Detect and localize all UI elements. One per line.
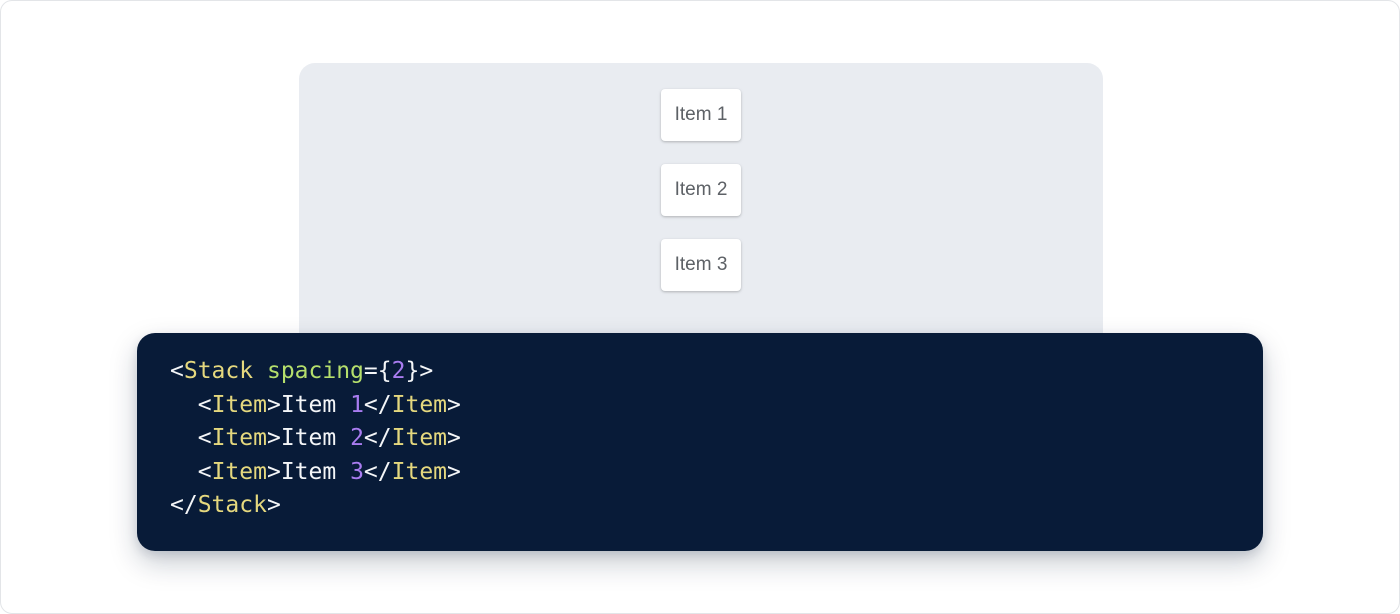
code-tag: Item — [391, 391, 448, 418]
code-number: 1 — [350, 391, 364, 418]
stack-preview: Item 1 Item 2 Item 3 — [299, 63, 1103, 363]
stack-item: Item 1 — [661, 89, 741, 141]
code-attribute: spacing — [266, 358, 364, 384]
code-number: 2 — [391, 358, 406, 384]
code-tag: Item — [211, 391, 267, 418]
code-line: </Stack> — [170, 489, 1263, 523]
code-punctuation: > — [447, 458, 461, 485]
code-punctuation: < — [170, 358, 184, 384]
code-number: 2 — [350, 425, 364, 452]
code-punctuation: > — [266, 425, 281, 452]
code-indent — [170, 459, 198, 485]
code-punctuation: </ — [363, 458, 392, 485]
code-punctuation: < — [197, 391, 212, 418]
code-tag: Stack — [197, 492, 267, 519]
code-text: Item — [280, 391, 351, 418]
code-punctuation: ={ — [363, 358, 392, 384]
code-punctuation: > — [447, 425, 461, 452]
code-tag: Stack — [183, 358, 254, 384]
code-punctuation: </ — [170, 492, 198, 519]
code-space — [253, 358, 267, 384]
code-line: <Item>Item 1</Item> — [170, 389, 1263, 423]
code-indent — [170, 392, 198, 418]
code-line: <Stack spacing={2}> — [170, 355, 1263, 389]
code-text: Item — [280, 425, 351, 452]
code-punctuation: > — [266, 391, 281, 418]
code-punctuation: > — [447, 391, 461, 418]
code-line: <Item>Item 2</Item> — [170, 422, 1263, 456]
code-number: 3 — [350, 458, 364, 485]
code-punctuation: </ — [363, 391, 392, 418]
code-punctuation: < — [197, 425, 212, 452]
code-punctuation: > — [266, 492, 281, 519]
code-text: Item — [280, 458, 351, 485]
stack-item: Item 3 — [661, 239, 741, 291]
code-punctuation: }> — [405, 358, 434, 384]
code-tag: Item — [211, 458, 267, 485]
code-tag: Item — [391, 425, 448, 452]
code-tag: Item — [391, 458, 448, 485]
code-block: <Stack spacing={2}> <Item>Item 1</Item> … — [137, 333, 1263, 551]
code-punctuation: < — [197, 458, 212, 485]
code-indent — [170, 425, 198, 451]
code-punctuation: > — [266, 458, 281, 485]
stack-item: Item 2 — [661, 164, 741, 216]
code-line: <Item>Item 3</Item> — [170, 456, 1263, 490]
code-tag: Item — [211, 425, 267, 452]
code-punctuation: </ — [363, 425, 392, 452]
